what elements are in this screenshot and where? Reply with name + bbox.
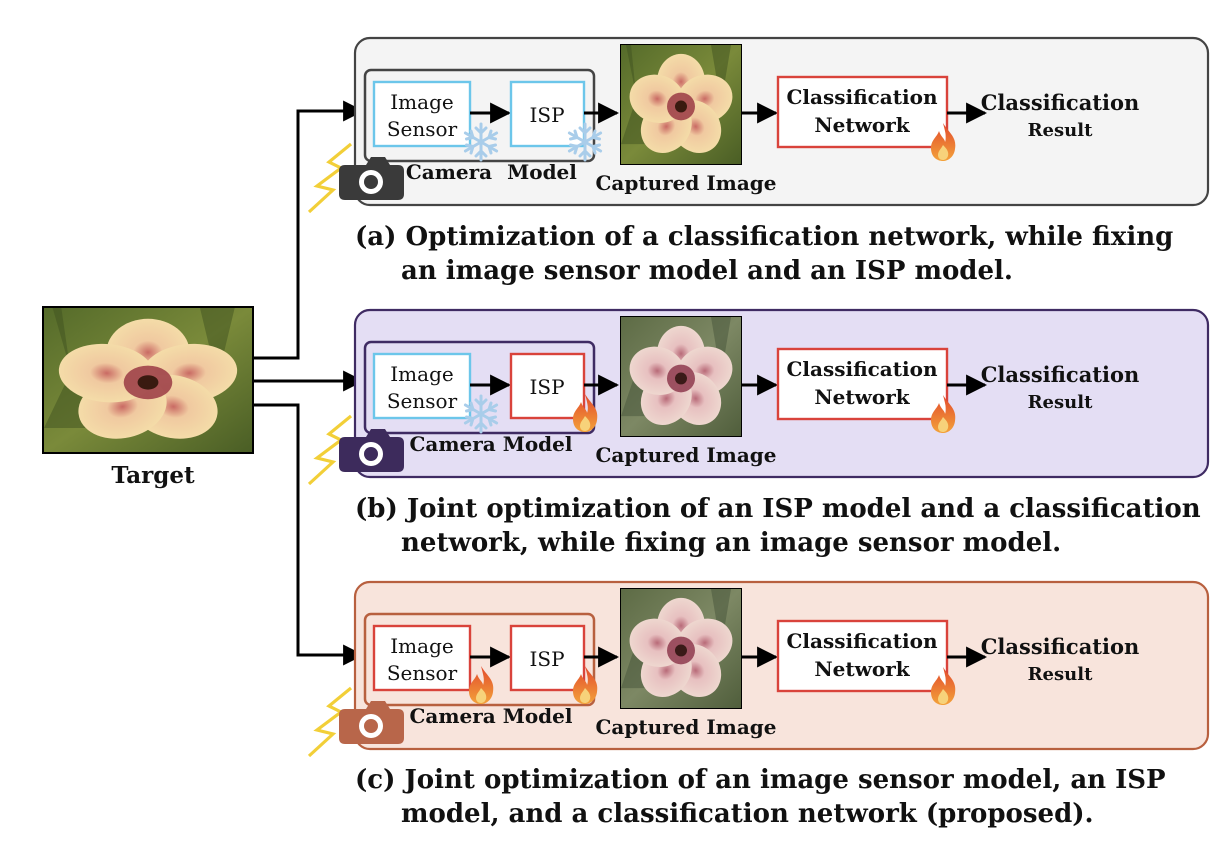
target-image (42, 306, 254, 454)
classification-result-label-line2: Result (1028, 392, 1093, 413)
camera-model-label: Camera Model (409, 432, 572, 456)
isp-box (509, 352, 586, 420)
captured-image-label: Captured Image (595, 171, 776, 195)
isp-label: ISP (529, 647, 564, 671)
camera-model-label: Camera Model (409, 704, 572, 728)
classification-network-box (776, 619, 949, 693)
captured-image-label: Captured Image (595, 443, 776, 467)
classification-network-box (776, 347, 949, 421)
isp-label: ISP (529, 103, 564, 127)
camera-icon (339, 701, 404, 744)
caption-line1: (c) Joint optimization of an image senso… (355, 765, 1166, 795)
camera-model-label-line1: Camera (406, 160, 492, 184)
classification-result-label-line2: Result (1028, 120, 1093, 141)
classification-result-label-line2: Result (1028, 664, 1093, 685)
camera-model-label-line2: Model (507, 160, 577, 184)
image-sensor-box (372, 352, 472, 420)
caption-line1: (a) Optimization of a classification net… (355, 222, 1173, 252)
classification-result-label-line1: Classification (981, 90, 1140, 115)
classification-network-label-line2: Network (814, 113, 910, 137)
captured-image (621, 317, 741, 436)
image-sensor-label-line2: Sensor (387, 389, 458, 413)
caption-line1: (b) Joint optimization of an ISP model a… (355, 494, 1201, 524)
classification-network-label-line2: Network (814, 657, 910, 681)
classification-network-label-line1: Classification (787, 357, 938, 381)
classification-network-label-line2: Network (814, 385, 910, 409)
target-connectors (254, 100, 365, 666)
isp-label: ISP (529, 375, 564, 399)
classification-network-label-line1: Classification (787, 629, 938, 653)
captured-image-label: Captured Image (595, 715, 776, 739)
camera-model-box (363, 340, 596, 435)
image-sensor-label-line1: Image (390, 362, 453, 386)
caption-line2: network, while fixing an image sensor mo… (401, 528, 1061, 558)
caption-line2: an image sensor model and an ISP model. (401, 256, 1013, 286)
classification-network-label-line1: Classification (787, 85, 938, 109)
caption-line2: model, and a classification network (pro… (401, 799, 1094, 829)
image-sensor-label-line1: Image (390, 90, 453, 114)
image-sensor-label-line2: Sensor (387, 117, 458, 141)
camera-model-box (363, 68, 596, 163)
classification-result-label-line1: Classification (981, 634, 1140, 659)
target-label: Target (111, 462, 195, 489)
captured-image (621, 45, 741, 164)
classification-result-label-line1: Classification (981, 362, 1140, 387)
camera-icon (339, 157, 404, 200)
image-sensor-label-line1: Image (390, 634, 453, 658)
camera-icon (339, 429, 404, 472)
captured-image (621, 589, 741, 708)
image-sensor-label-line2: Sensor (387, 661, 458, 685)
classification-network-box (776, 75, 949, 149)
camera-model-box (363, 612, 596, 707)
